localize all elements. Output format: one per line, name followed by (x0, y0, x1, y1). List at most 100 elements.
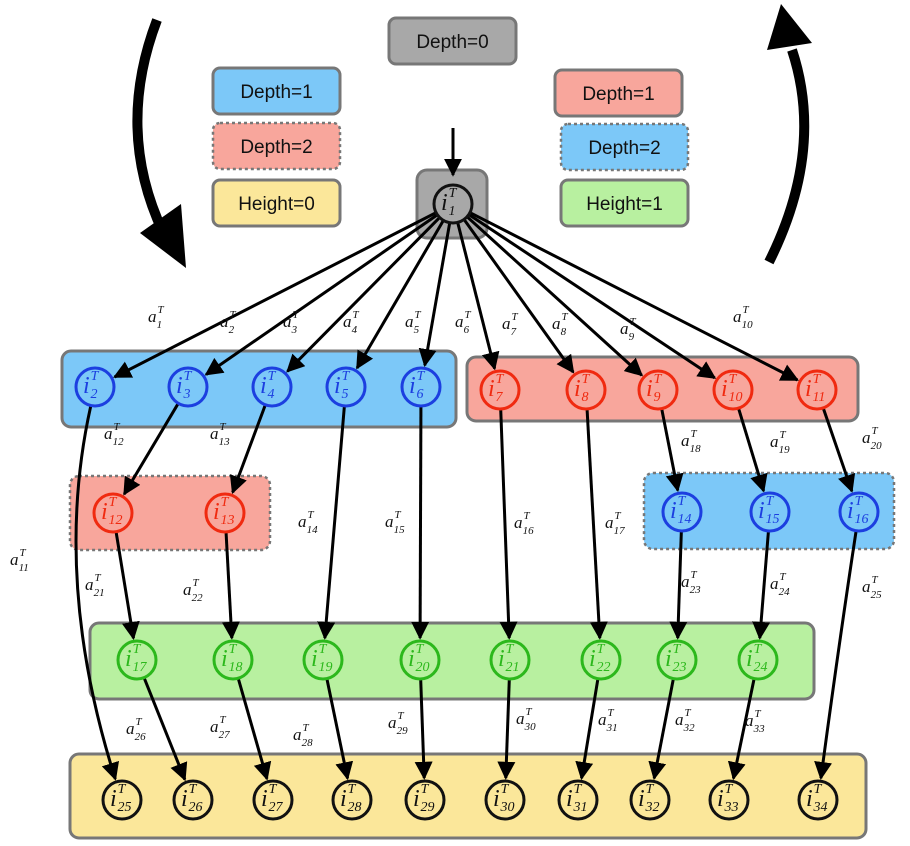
edge-1-10 (468, 213, 717, 380)
svg-text:iT4: iT4 (260, 369, 277, 402)
edge-8-22 (585, 409, 608, 640)
edge-20-29 (414, 679, 433, 780)
legend-right-height1: Height=1 (559, 178, 690, 228)
edge-22-31 (575, 679, 600, 781)
svg-text:iT3: iT3 (176, 369, 193, 402)
edge-24-33 (727, 679, 756, 781)
edge-23-32 (648, 679, 675, 781)
edge-6-20 (411, 406, 430, 640)
edge-2-25 (74, 406, 119, 781)
height1-green-group (88, 621, 816, 701)
legend-left-height0: Height=0 (211, 178, 342, 228)
edge-1-7 (456, 223, 500, 371)
legend-depth0: Depth=0 (387, 16, 518, 66)
edge-1-8 (463, 219, 575, 374)
legend-left-depth1: Depth=1 (211, 66, 342, 116)
legend-right-depth1: Depth=1 (553, 68, 684, 118)
edge-19-28 (325, 679, 354, 781)
edge-1-5 (355, 220, 445, 370)
legend-left-height0-label: Height=0 (238, 194, 315, 215)
svg-text:iT6: iT6 (409, 369, 426, 402)
edge-1-4 (286, 217, 441, 373)
legend-depth0-label: Depth=0 (416, 32, 488, 53)
edge-1-9 (466, 216, 644, 377)
svg-text:iT2: iT2 (83, 369, 100, 402)
edge-13-18 (221, 532, 240, 640)
edge-12-17 (114, 532, 140, 641)
edge-11-16 (822, 408, 856, 493)
svg-text:iT1: iT1 (441, 186, 458, 219)
edge-5-19 (317, 406, 346, 640)
legend-right-depth2: Depth=2 (559, 122, 690, 172)
edge-17-26 (143, 678, 188, 782)
edge-1-2 (112, 211, 436, 379)
down-arrow-icon (132, 18, 186, 268)
edge-1-6 (418, 223, 452, 368)
edge-1-11 (470, 211, 800, 382)
edge-15-24 (752, 531, 771, 640)
edge-16-34 (814, 531, 858, 780)
svg-text:iT5: iT5 (334, 369, 351, 402)
